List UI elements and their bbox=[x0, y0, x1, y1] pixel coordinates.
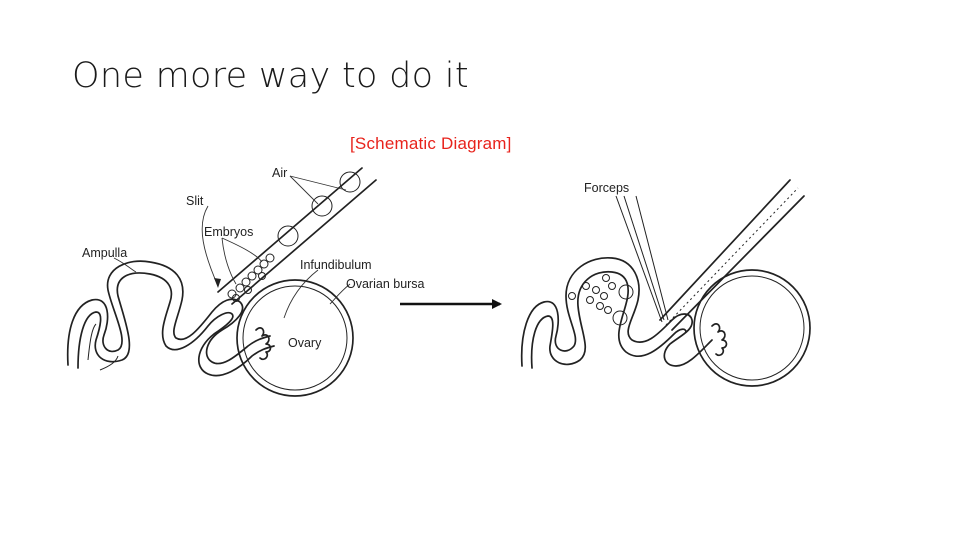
embryos-in-pipette bbox=[227, 253, 275, 302]
embryos-in-ampulla bbox=[568, 274, 634, 326]
ovary-bursa bbox=[236, 279, 354, 397]
right-diagram: Forceps bbox=[520, 179, 811, 387]
label-infundibulum: Infundibulum bbox=[300, 258, 372, 272]
ovary-bursa-right bbox=[693, 269, 811, 387]
oviduct bbox=[66, 260, 275, 377]
pipette bbox=[217, 167, 377, 305]
air-bubble bbox=[339, 171, 361, 193]
slide-title: One more way to do it bbox=[72, 56, 469, 96]
oviduct-right bbox=[520, 257, 728, 369]
label-slit: Slit bbox=[186, 194, 204, 208]
schematic-caption: [Schematic Diagram] bbox=[350, 134, 512, 153]
air-bubble bbox=[277, 225, 299, 247]
label-ovarian-bursa: Ovarian bursa bbox=[346, 277, 425, 291]
left-diagram: Air Slit Embryos Ampulla Infundibulum Ov… bbox=[66, 166, 425, 397]
leader-lines bbox=[113, 175, 351, 319]
label-ovary: Ovary bbox=[288, 336, 322, 350]
forceps bbox=[615, 195, 669, 323]
label-ampulla: Ampulla bbox=[82, 246, 127, 260]
label-air: Air bbox=[272, 166, 287, 180]
air-bubble bbox=[311, 195, 333, 217]
label-embryos: Embryos bbox=[204, 225, 253, 239]
pipette-right bbox=[659, 179, 805, 331]
label-forceps: Forceps bbox=[584, 181, 629, 195]
